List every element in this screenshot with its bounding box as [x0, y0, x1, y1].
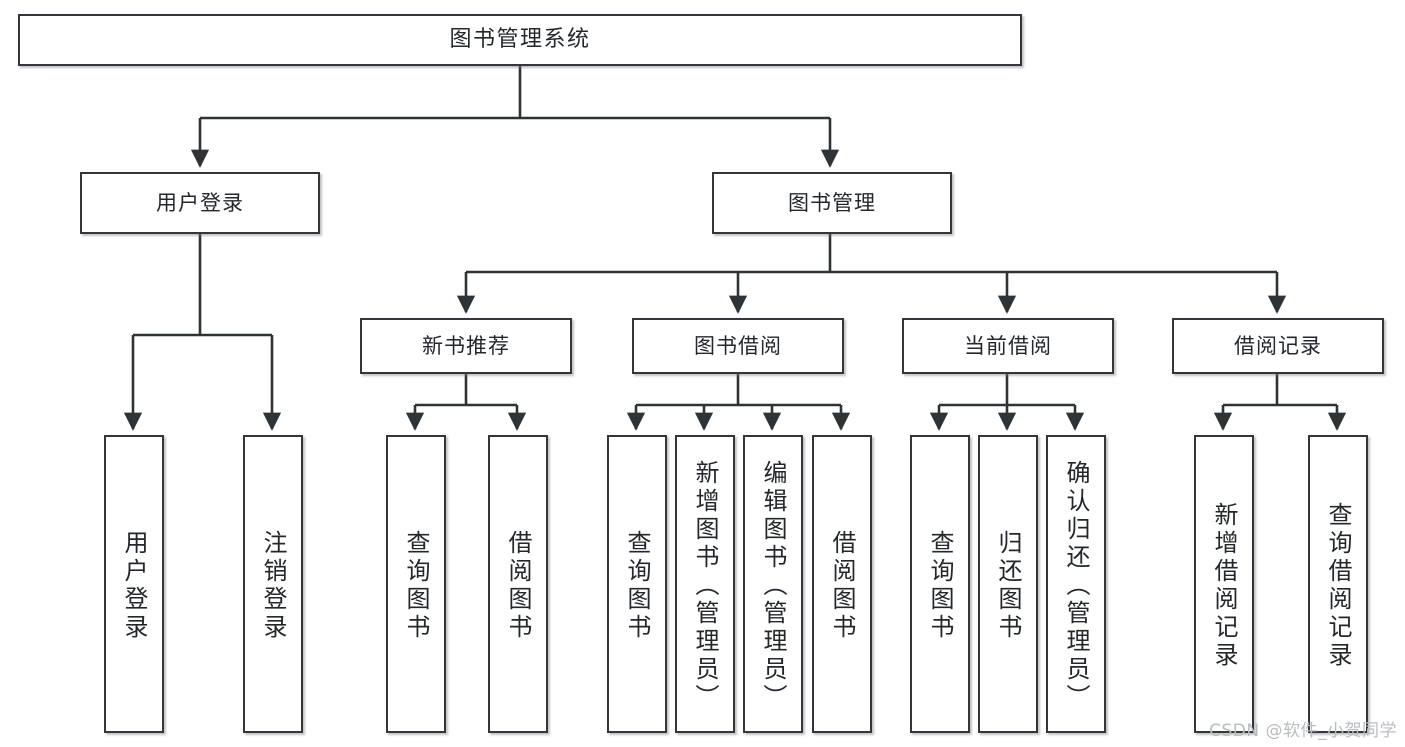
node-leaf-query-record-label: 查询借阅记录 [1324, 502, 1352, 670]
csdn-watermark: CSDN @软件_小贺同学 [1209, 721, 1397, 741]
node-book-manage[interactable]: 图书管理 [712, 172, 952, 234]
node-leaf-return-book-label: 归还图书 [994, 530, 1022, 642]
node-current-borrow[interactable]: 当前借阅 [902, 318, 1114, 374]
node-leaf-borrow-book-2[interactable]: 借阅图书 [812, 435, 872, 733]
node-leaf-borrow-book-2-label: 借阅图书 [828, 530, 856, 642]
node-leaf-user-login[interactable]: 用户登录 [104, 435, 164, 733]
node-borrow-record-label: 借阅记录 [1234, 333, 1322, 358]
node-leaf-query-book-3-label: 查询图书 [926, 530, 954, 642]
node-leaf-query-book-1[interactable]: 查询图书 [386, 435, 446, 733]
node-leaf-logout[interactable]: 注销登录 [243, 435, 303, 733]
node-leaf-query-book-2[interactable]: 查询图书 [607, 435, 667, 733]
node-leaf-borrow-book-1-label: 借阅图书 [504, 530, 532, 642]
node-book-borrow[interactable]: 图书借阅 [632, 318, 844, 374]
node-leaf-logout-label: 注销登录 [259, 530, 287, 642]
node-current-borrow-label: 当前借阅 [964, 333, 1052, 358]
node-leaf-edit-book[interactable]: 编辑图书（管理员） [743, 435, 803, 733]
node-leaf-query-record[interactable]: 查询借阅记录 [1308, 435, 1368, 733]
node-leaf-query-book-3[interactable]: 查询图书 [910, 435, 970, 733]
node-root-system[interactable]: 图书管理系统 [18, 14, 1022, 66]
node-leaf-borrow-book-1[interactable]: 借阅图书 [488, 435, 548, 733]
node-leaf-add-book[interactable]: 新增图书（管理员） [675, 435, 735, 733]
node-leaf-add-book-label: 新增图书（管理员） [691, 460, 719, 712]
node-new-book-recommend-label: 新书推荐 [422, 333, 510, 358]
node-leaf-query-book-2-label: 查询图书 [623, 530, 651, 642]
node-root-system-label: 图书管理系统 [449, 27, 591, 53]
node-new-book-recommend[interactable]: 新书推荐 [360, 318, 572, 374]
node-leaf-add-record-label: 新增借阅记录 [1210, 502, 1238, 670]
node-leaf-return-book[interactable]: 归还图书 [978, 435, 1038, 733]
node-borrow-record[interactable]: 借阅记录 [1172, 318, 1384, 374]
node-book-borrow-label: 图书借阅 [694, 333, 782, 358]
node-leaf-user-login-label: 用户登录 [120, 530, 148, 642]
node-user-login-label: 用户登录 [156, 190, 244, 215]
node-leaf-query-book-1-label: 查询图书 [402, 530, 430, 642]
node-user-login[interactable]: 用户登录 [80, 172, 320, 234]
node-leaf-edit-book-label: 编辑图书（管理员） [759, 460, 787, 712]
node-book-manage-label: 图书管理 [788, 190, 876, 215]
node-leaf-confirm-return[interactable]: 确认归还（管理员） [1046, 435, 1106, 733]
node-leaf-add-record[interactable]: 新增借阅记录 [1194, 435, 1254, 733]
node-leaf-confirm-return-label: 确认归还（管理员） [1062, 460, 1090, 712]
